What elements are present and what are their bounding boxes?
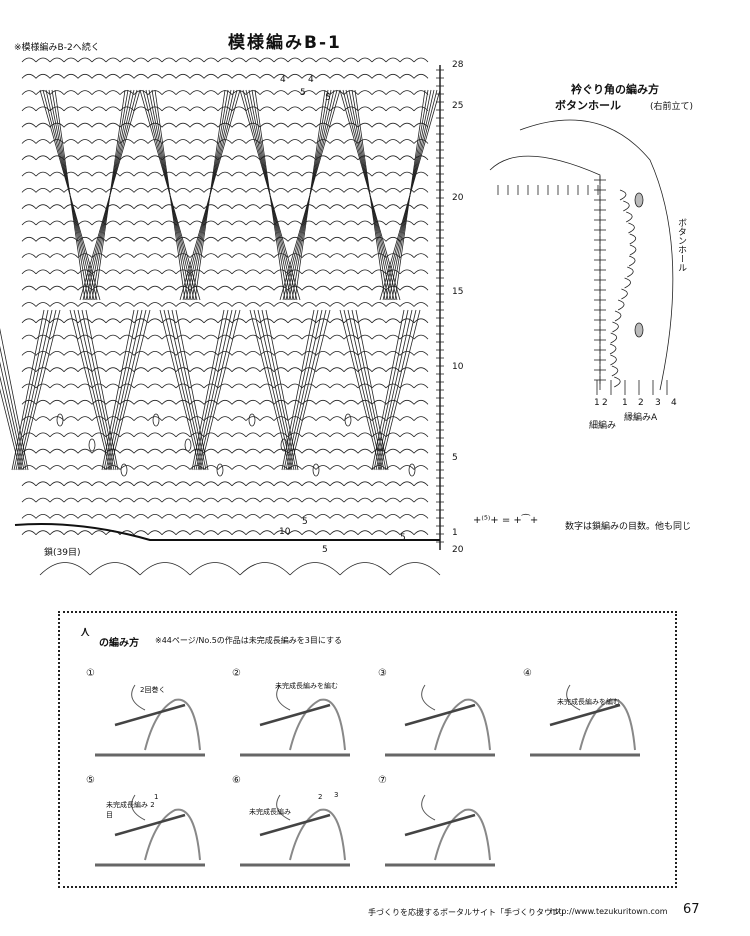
foundation-chain-label: 鎖(39目) [44,548,81,558]
step-mark: 3 [334,791,339,799]
chain-count: 4 [280,75,286,85]
row-number-1: 1 [452,528,458,538]
continuation-note: ※模様編みB-2へ続く [14,43,100,53]
column-number: 1 [622,398,628,408]
step-number: ① [86,668,95,679]
step-caption: 未完成長編み [249,808,291,816]
chain-count: 5 [322,545,328,555]
row-number-28: 28 [452,60,464,70]
chain-count: 4 [308,75,314,85]
step-number: ⑤ [86,775,95,786]
footer-url[interactable]: http://www.tezukuritown.com [550,907,668,916]
button-hole-label: ボタンホール [676,218,686,272]
instruction-heading: の編み方 [99,638,139,649]
column-number: 3 [655,398,661,408]
single-crochet-label: 細編み [589,421,617,431]
step-number: ② [232,668,241,679]
corner-title: 衿ぐり角の編み方 [571,83,659,96]
step-number: ⑦ [378,775,387,786]
step-mark: 2 [318,793,323,801]
row-number-20: 20 [452,193,464,203]
row-number-25: 25 [452,101,464,111]
instruction-box [58,611,677,888]
chain-count: 5 [300,88,306,98]
step-number: ③ [378,668,387,679]
chain-legend-formula: +⁽⁵⁾+ = +⁀+ [473,515,539,526]
page-number: 67 [683,902,700,917]
step-number: ④ [523,668,532,679]
step-caption: 未完成長編みを編む [275,682,338,690]
chain-legend-note: 数字は鎖編みの目数。他も同じ [565,522,692,532]
page-title: 模様編みB-1 [228,33,342,53]
chain-count: 5 [302,517,308,527]
step-mark: 1 [154,793,159,801]
footer-text: 手づくりを応援するポータルサイト「手づくりタウン」 [368,908,568,917]
corner-subtitle-note: (右前立て) [650,102,694,112]
row-number-10: 10 [452,362,464,372]
cluster-symbol-icon: ⋏ [80,624,91,640]
step-caption: 2回巻く [140,686,166,694]
column-number: 1 [594,398,600,408]
instruction-note: ※44ページ/No.5の作品は未完成長編みを3目にする [155,636,342,645]
corner-subtitle: ボタンホール [555,99,621,112]
column-number: 2 [638,398,644,408]
edging-a-label: 縁編みA [624,413,658,423]
step-caption: 未完成長編みを編む [557,698,620,706]
chain-count: 5 [400,533,406,543]
row-number-15: 15 [452,287,464,297]
row-number-5: 5 [452,453,458,463]
chain-count: 10 [279,527,291,537]
column-number: 2 [602,398,608,408]
chain-count: 5 [325,93,331,103]
column-number: 4 [671,398,677,408]
step-number: ⑥ [232,775,241,786]
row-number-20-bottom: 20 [452,545,464,555]
step-caption: 未完成長編み 2目 [106,801,155,819]
